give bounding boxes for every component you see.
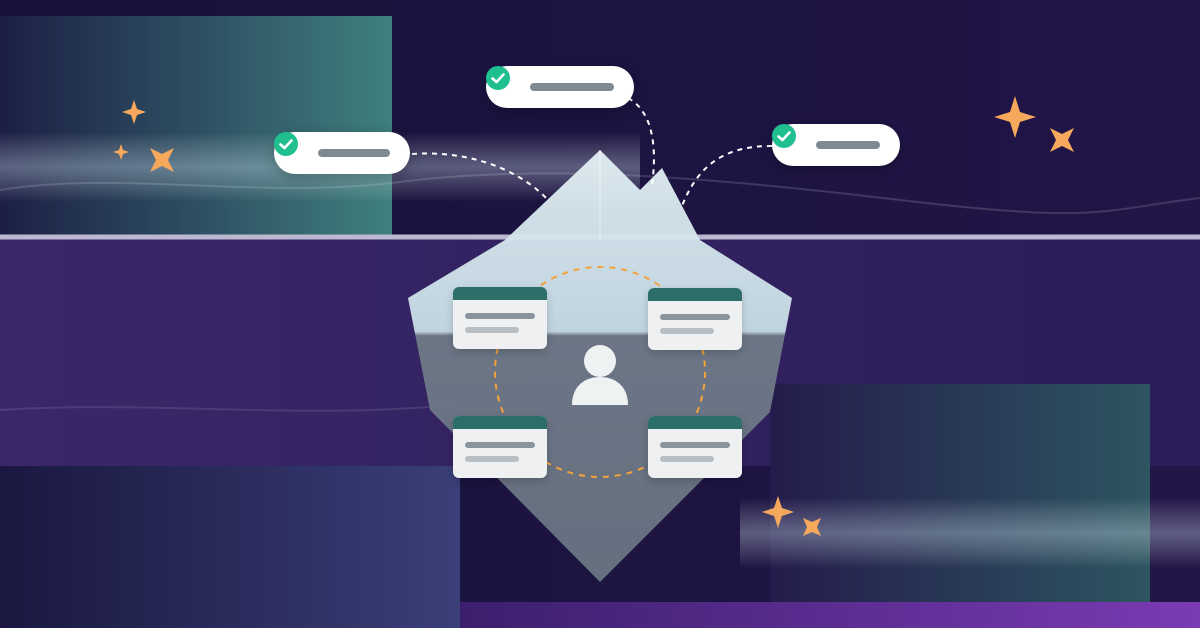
card-line [660, 442, 730, 448]
pill-placeholder-bar [530, 83, 614, 91]
check-circle-icon [274, 132, 308, 165]
sparkle-icon [803, 518, 821, 536]
checklist-pill-left [274, 132, 410, 174]
sparkle-icon [150, 148, 174, 172]
connector-right [681, 145, 773, 207]
info-card-bottom-left [453, 416, 547, 478]
card-line [465, 442, 535, 448]
wave-line-bottom [0, 404, 451, 412]
sparkle-icon [1050, 128, 1074, 152]
card-line [660, 328, 714, 334]
pill-placeholder-bar [318, 149, 390, 157]
card-header [648, 416, 742, 429]
connector-left [411, 152, 549, 201]
connector-top [627, 97, 655, 187]
background-violet-strip [460, 602, 1200, 628]
background-right-teal-panel [770, 384, 1150, 606]
checklist-pill-top [486, 66, 634, 108]
card-line [660, 314, 730, 320]
user-avatar-head [584, 345, 616, 377]
orbit-ring [494, 266, 706, 478]
background-teal-panel [0, 16, 392, 236]
sparkle-icon [122, 100, 146, 124]
sparkle-icon [994, 96, 1036, 138]
info-card-top-left [453, 287, 547, 349]
pill-placeholder-bar [816, 141, 880, 149]
info-card-top-right [648, 288, 742, 350]
check-circle-icon [772, 124, 806, 157]
card-line [465, 327, 519, 333]
card-header [453, 416, 547, 429]
info-card-bottom-right [648, 416, 742, 478]
sparkle-icon [113, 144, 129, 160]
sparkle-icon [762, 496, 794, 528]
card-line [465, 456, 519, 462]
card-header [453, 287, 547, 300]
card-line [465, 313, 535, 319]
background-lower-left-panel [0, 466, 460, 628]
card-line [660, 456, 714, 462]
user-avatar-body [572, 377, 628, 405]
sparkles [113, 96, 1074, 536]
check-circle-icon [486, 66, 520, 99]
checklist-pill-right [772, 124, 900, 166]
card-header [648, 288, 742, 301]
